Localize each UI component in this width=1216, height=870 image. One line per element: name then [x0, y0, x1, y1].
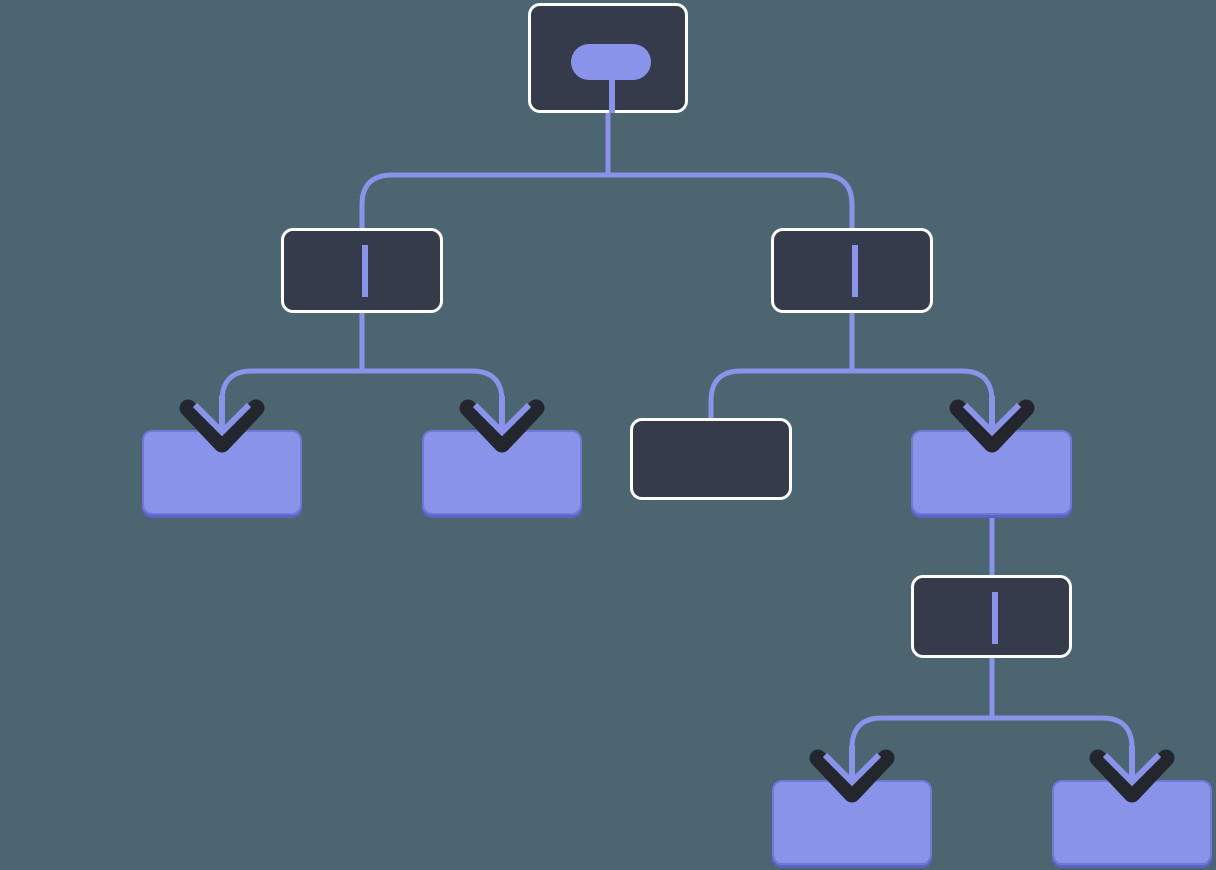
level4-leaf-b[interactable]	[1052, 780, 1212, 865]
edge-level3-to-leaf-b	[989, 658, 1135, 788]
arrow-chevron-light	[962, 402, 1022, 437]
level2-purple-branch[interactable]	[911, 430, 1072, 515]
level2-leaf-a[interactable]	[142, 430, 302, 515]
level2-leaf-b[interactable]	[422, 430, 582, 515]
edge-level1-right-to-purple-branch	[849, 313, 995, 438]
level2-dark-node[interactable]	[630, 418, 792, 500]
arrow-chevron-light	[472, 402, 532, 437]
level3-dark-node[interactable]	[911, 575, 1072, 658]
edge-level1-right-to-dark-node	[708, 313, 855, 418]
internal-line-level3	[992, 592, 998, 644]
arrow-chevron-light	[822, 752, 882, 787]
arrow-chevron-light	[1102, 752, 1162, 787]
internal-line-level1-left	[362, 245, 368, 297]
arrow-chevron-light	[192, 402, 252, 437]
root-stem-line	[609, 65, 615, 113]
edge-level3-to-leaf-a	[849, 658, 995, 788]
level1-right-node[interactable]	[771, 228, 933, 313]
edge-level1-left-to-leaf-a	[219, 313, 365, 438]
level4-leaf-a[interactable]	[772, 780, 932, 865]
edge-level1-left-to-leaf-b	[359, 313, 505, 438]
internal-line-level1-right	[852, 245, 858, 297]
root-node[interactable]	[528, 3, 688, 113]
